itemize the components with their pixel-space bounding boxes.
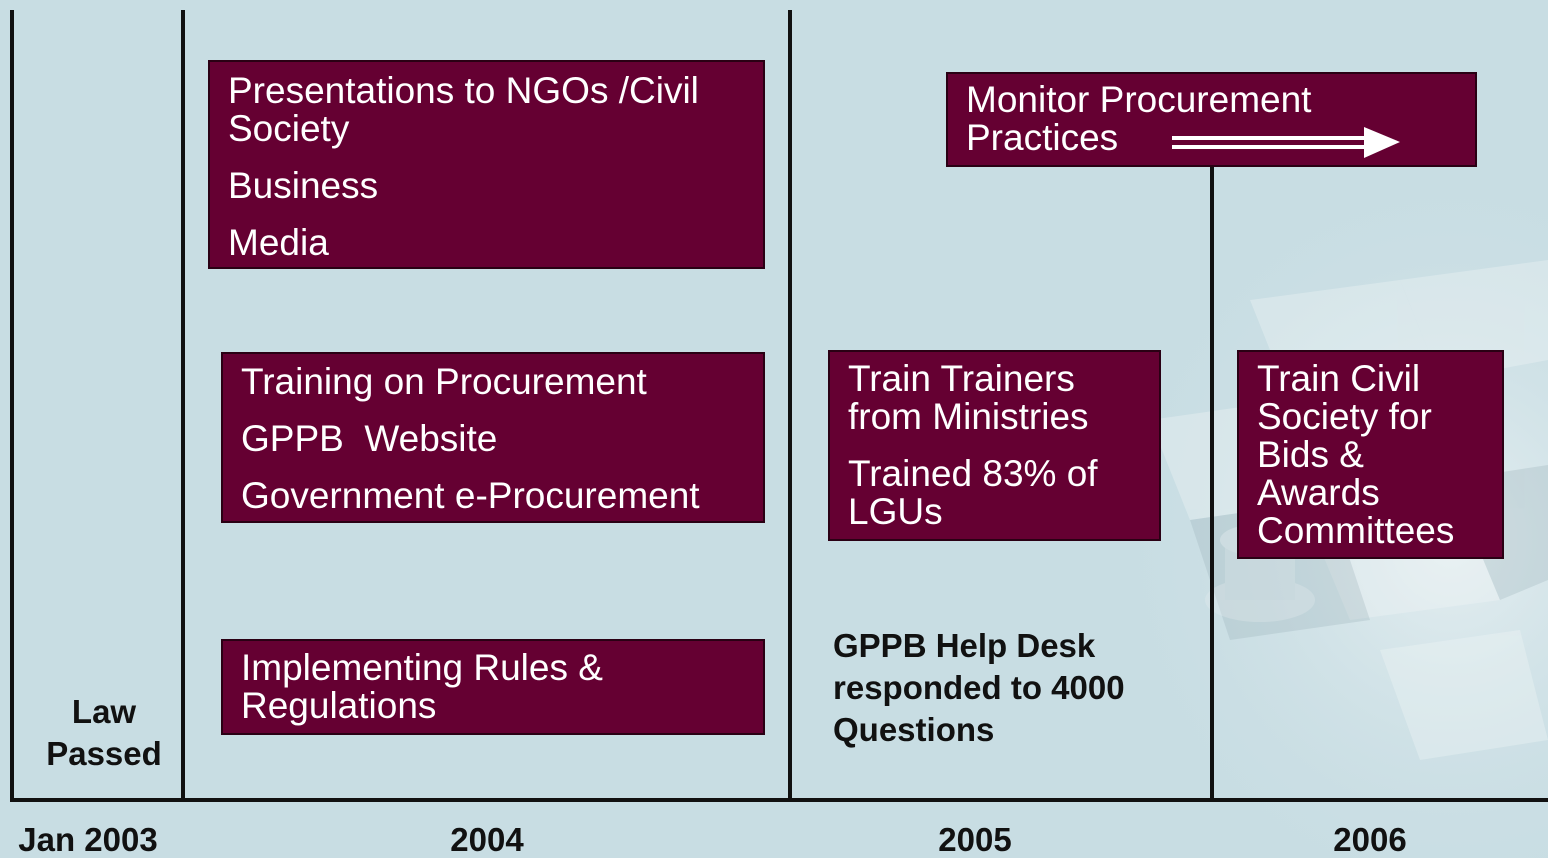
timeline-label-jan-2003: Jan 2003	[18, 821, 158, 858]
timeline-axis	[10, 798, 1548, 802]
trainers-item-lgus: Trained 83% of LGUs	[848, 453, 1098, 532]
training-item-website: GPPB Website	[241, 418, 498, 459]
helpdesk-line-3: Questions	[833, 711, 995, 748]
outreach-item-media: Media	[228, 222, 329, 263]
trainers-item-ministries: Train Trainers from Ministries	[848, 358, 1089, 437]
civil-society-item: Train Civil Society for Bids & Awards Co…	[1257, 358, 1455, 551]
milestone-line-1: Law	[71, 693, 137, 730]
timeline-label-2004: 2004	[450, 821, 524, 858]
timeline-2004-divider	[181, 10, 185, 800]
milestone-line-2: Passed	[46, 735, 162, 772]
outreach-item-business: Business	[228, 165, 379, 206]
training-item-procurement: Training on Procurement	[241, 361, 647, 402]
training-item-eprocurement: Government e-Procurement	[241, 475, 700, 516]
timeline-2005-divider	[788, 10, 792, 800]
timeline-2006-divider	[1210, 165, 1214, 800]
outreach-item-ngos: Presentations to NGOs /Civil Society	[228, 70, 699, 149]
civil-society-box: Train Civil Society for Bids & Awards Co…	[1237, 350, 1504, 559]
outreach-box: Presentations to NGOs /Civil Society Bus…	[208, 60, 765, 269]
timeline-label-2005: 2005	[938, 821, 1012, 858]
monitor-line-1: Monitor Procurement	[966, 79, 1312, 120]
rules-item: Implementing Rules & Regulations	[241, 647, 603, 726]
helpdesk-note: GPPB Help Desk responded to 4000 Questio…	[833, 625, 1125, 751]
rules-box: Implementing Rules & Regulations	[221, 639, 765, 735]
helpdesk-line-2: responded to 4000	[833, 669, 1125, 706]
monitor-line-2: Practices	[966, 117, 1119, 158]
monitor-box: Monitor Procurement Practices	[946, 72, 1477, 167]
helpdesk-line-1: GPPB Help Desk	[833, 627, 1096, 664]
trainers-box: Train Trainers from Ministries Trained 8…	[828, 350, 1161, 541]
timeline-label-2006: 2006	[1333, 821, 1407, 858]
timeline-start-line	[10, 10, 14, 802]
law-passed-milestone: Law Passed	[38, 691, 170, 775]
continuation-arrow-icon	[1172, 127, 1400, 158]
training-box: Training on Procurement GPPB Website Gov…	[221, 352, 765, 523]
